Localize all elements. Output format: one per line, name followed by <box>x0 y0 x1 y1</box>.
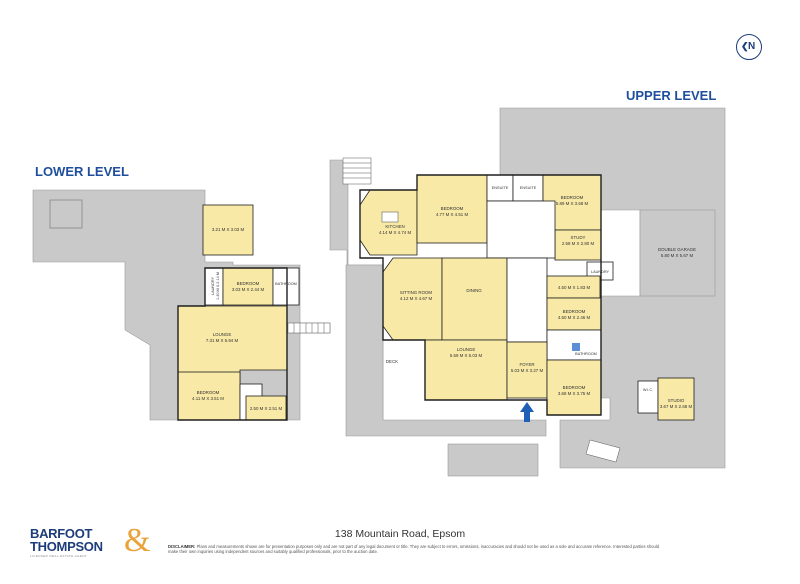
study-label: STUDY <box>571 235 586 240</box>
lounge-label: LOUNGE <box>457 347 476 352</box>
lower-laundry-dims: 1.40 M X 2.14 M <box>216 272 220 300</box>
logo-line-1: BARFOOT <box>30 526 93 541</box>
lower-outer-wall <box>177 267 288 421</box>
lower-level-title: LOWER LEVEL <box>35 164 129 179</box>
studio-dims: 3.67 M X 2.68 M <box>660 404 693 409</box>
study <box>554 229 602 261</box>
studio-label: STUDIO <box>668 398 685 403</box>
lower-bathroom-label: BATHROOM <box>275 282 297 286</box>
lower-bathroom <box>272 267 300 306</box>
deck-label: DECK <box>386 359 398 364</box>
double-garage <box>639 209 716 297</box>
dining <box>441 257 508 341</box>
ensuite-b-label: ENSUITE <box>520 186 537 190</box>
upper-level-title: UPPER LEVEL <box>626 88 716 103</box>
lower-room-top <box>202 204 254 256</box>
north-compass: ❮ N <box>736 34 762 60</box>
wic-label: W.I.C. <box>643 388 653 392</box>
upper-room-mid-dims: 4.50 M X 1.83 M <box>558 285 591 290</box>
lounge <box>424 339 508 401</box>
study-dims: 2.58 M X 2.80 M <box>562 241 595 246</box>
compass-arrow-icon: ❮ <box>741 41 749 51</box>
bedroom-a-label: BEDROOM <box>441 206 464 211</box>
lower-bedroom <box>222 267 274 306</box>
upper-hallway <box>506 257 548 343</box>
lower-room-top-dims: 3.21 M X 3.03 M <box>212 227 245 232</box>
kitchen-island <box>381 211 399 223</box>
lower-terrace-outline <box>49 199 83 229</box>
lower-lounge-label: LOUNGE <box>213 332 232 337</box>
property-address: 138 Mountain Road, Epsom <box>334 528 466 540</box>
ensuite-a-label: ENSUITE <box>492 186 509 190</box>
lower-bedroom-2-dims: 4.11 M X 3.51 M <box>192 396 224 401</box>
bedroom-a-dims: 4.77 M X 4.51 M <box>436 212 469 217</box>
sitting-room-label: SITTING ROOM <box>400 290 433 295</box>
logo-tagline: LICENSED REAL ESTATE AGENT <box>30 554 88 558</box>
bedroom-a <box>416 174 488 244</box>
lower-bedroom-2-label: BEDROOM <box>197 390 220 395</box>
upper-corridor <box>486 200 556 259</box>
bedroom-b-dims: 5.89 M X 3.68 M <box>556 201 589 206</box>
lounge-dims: 5.59 M X 5.03 M <box>450 353 483 358</box>
kitchen-dims: 4.14 M X 4.74 M <box>379 230 412 235</box>
entry-arrow-icon <box>520 402 534 422</box>
lower-lounge-dims: 7.31 M X 5.94 M <box>206 338 239 343</box>
dining-label: DINING <box>466 288 482 293</box>
lower-laundry-label: LAUNDRY <box>211 276 215 295</box>
compass-letter: N <box>748 41 756 52</box>
garage-label: DOUBLE GARAGE <box>658 247 696 252</box>
garage-dims: 5.80 M X 5.67 M <box>661 253 694 258</box>
lower-bedroom-dims: 3.03 M X 2.44 M <box>232 287 265 292</box>
kitchen <box>359 189 418 256</box>
bedroom-b-label: BEDROOM <box>561 195 584 200</box>
upper-outer-wall <box>359 174 602 416</box>
bedroom-c <box>546 297 602 331</box>
bathroom-fixture <box>572 343 580 351</box>
bedroom-c-dims: 4.50 M X 2.46 M <box>558 315 591 320</box>
lower-stairs <box>287 322 331 334</box>
upper-stairs <box>342 157 372 185</box>
brand-logo: BARFOOT THOMPSON & LICENSED REAL ESTATE … <box>30 522 160 567</box>
studio <box>657 377 695 421</box>
bedroom-d-dims: 3.68 M X 3.75 M <box>558 391 591 396</box>
sitting-room-dims: 4.12 M X 4.67 M <box>400 296 433 301</box>
upper-laundry-label: LAUNDRY <box>591 270 610 274</box>
kitchen-label: KITCHEN <box>385 224 404 229</box>
studio-stairs <box>585 439 621 463</box>
foyer-label: FOYER <box>519 362 534 367</box>
lower-room-small-dims: 2.50 M X 2.51 M <box>250 406 283 411</box>
logo-line-2: THOMPSON <box>30 539 103 554</box>
logo-ampersand: & <box>124 522 151 559</box>
bedroom-d-label: BEDROOM <box>563 385 586 390</box>
disclaimer-text: Plans and measurements shown are for pre… <box>168 544 660 555</box>
disclaimer: DISCLAIMER: Plans and measurements shown… <box>168 544 668 555</box>
lower-room-small <box>245 395 287 421</box>
upper-bathroom-label: BATHROOM <box>575 352 597 356</box>
foyer-dims: 5.03 M X 3.27 M <box>511 368 544 373</box>
lower-bedroom-label: BEDROOM <box>237 281 260 286</box>
wic <box>637 380 659 414</box>
disclaimer-title: DISCLAIMER: <box>168 544 196 549</box>
upper-driveway <box>447 443 539 477</box>
bedroom-c-label: BEDROOM <box>563 309 586 314</box>
